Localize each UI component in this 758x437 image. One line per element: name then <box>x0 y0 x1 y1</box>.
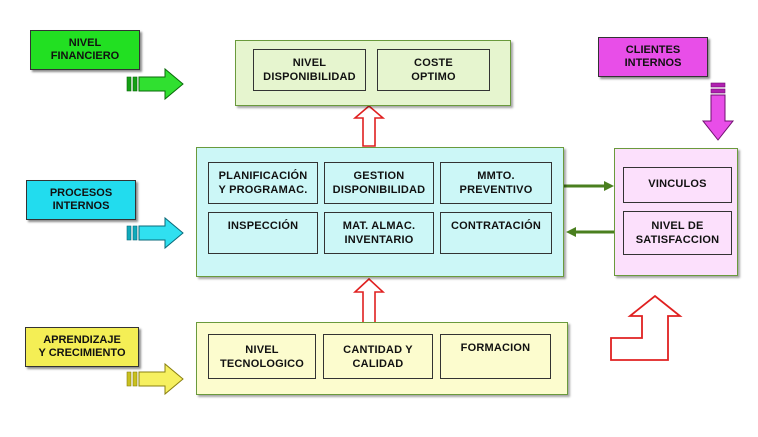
kpi-planificacion: PLANIFICACIÓN Y PROGRAMAC. <box>208 162 318 204</box>
kpi-inspeccion: INSPECCIÓN <box>208 212 318 254</box>
financiero-arrow-icon <box>126 67 184 101</box>
kpi-vinculos: VINCULOS <box>623 167 732 203</box>
kpi-formacion: FORMACION <box>440 334 551 379</box>
clientes-arrow-icon <box>701 82 735 141</box>
kpi-contratacion: CONTRATACIÓN <box>440 212 552 254</box>
kpi-mmto-preventivo: MMTO. PREVENTIVO <box>440 162 552 204</box>
kpi-coste-optimo: COSTE OPTIMO <box>377 49 490 91</box>
financial-panel: NIVEL DISPONIBILIDAD COSTE OPTIMO <box>235 40 511 106</box>
process-panel: PLANIFICACIÓN Y PROGRAMAC. GESTION DISPO… <box>196 147 564 277</box>
up-arrow-icon <box>352 277 386 324</box>
procesos-arrow-icon <box>126 216 184 250</box>
bent-up-arrow-icon <box>610 294 683 361</box>
kpi-nivel-satisfaccion: NIVEL DE SATISFACCION <box>623 211 732 255</box>
label-clientes-internos: CLIENTES INTERNOS <box>598 37 708 77</box>
kpi-nivel-disponibilidad: NIVEL DISPONIBILIDAD <box>253 49 366 91</box>
link-arrow-right-icon <box>564 181 614 191</box>
client-panel: VINCULOS NIVEL DE SATISFACCION <box>614 148 738 276</box>
kpi-gestion-disponibilidad: GESTION DISPONIBILIDAD <box>324 162 434 204</box>
label-aprendizaje-crecimiento: APRENDIZAJE Y CRECIMIENTO <box>25 327 139 367</box>
kpi-cantidad-calidad: CANTIDAD Y CALIDAD <box>323 334 433 379</box>
learning-panel: NIVEL TECNOLOGICO CANTIDAD Y CALIDAD FOR… <box>196 322 568 395</box>
link-arrow-left-icon <box>566 227 615 237</box>
label-procesos-internos: PROCESOS INTERNOS <box>26 180 136 220</box>
aprendizaje-arrow-icon <box>126 362 184 396</box>
kpi-nivel-tecnologico: NIVEL TECNOLOGICO <box>208 334 316 379</box>
kpi-mat-almac-inventario: MAT. ALMAC. INVENTARIO <box>324 212 434 254</box>
label-nivel-financiero: NIVEL FINANCIERO <box>30 30 140 70</box>
up-arrow-icon <box>352 104 386 147</box>
